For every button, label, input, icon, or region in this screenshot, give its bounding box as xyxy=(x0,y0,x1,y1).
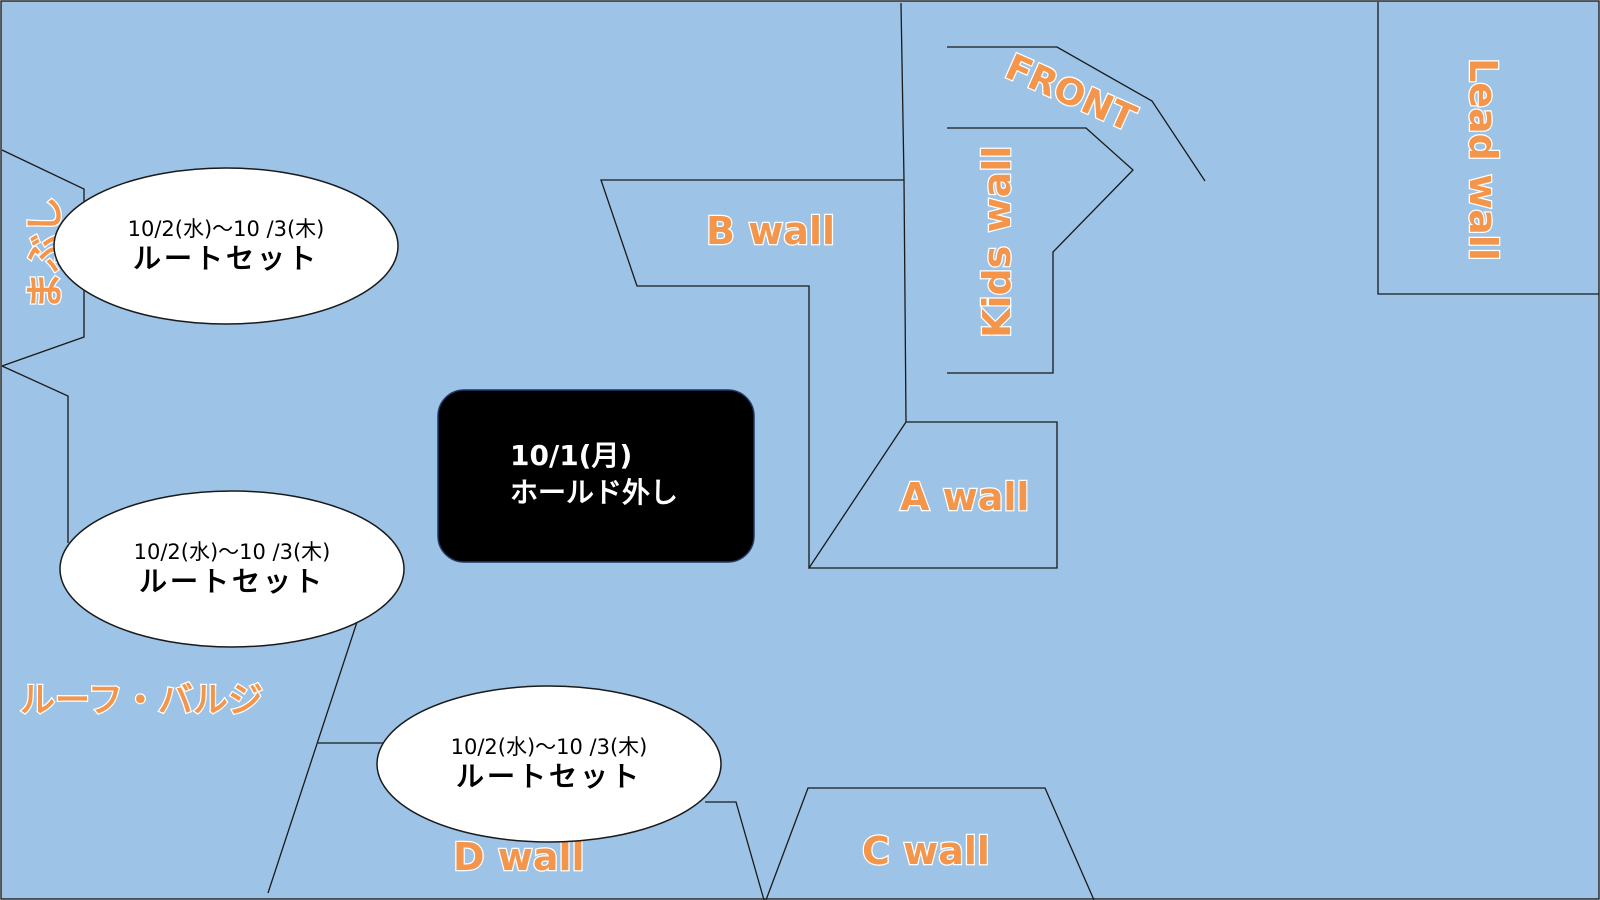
kids-wall-outline xyxy=(947,127,1134,374)
bubble-date: 10/2(水)～10 /3(木) xyxy=(451,735,648,759)
bubble-ellipse xyxy=(376,685,722,843)
lead-wall-label: Lead wall xyxy=(1461,58,1505,261)
a-wall-label: A wall xyxy=(900,475,1029,519)
bubble-date: 10/2(水)～10 /3(木) xyxy=(134,540,331,564)
bubble-ellipse xyxy=(59,490,405,648)
hold-removal-notice: 10/1(月) ホールド外し xyxy=(437,389,755,563)
d-wall-outline xyxy=(267,621,358,894)
c-wall-label: C wall xyxy=(862,829,990,873)
notice-date: 10/1(月) xyxy=(510,439,632,472)
bubble-task: ルートセット xyxy=(133,242,319,275)
bubble-date: 10/2(水)～10 /3(木) xyxy=(128,217,325,241)
notice-task: ホールド外し xyxy=(510,476,678,509)
d-wall-right xyxy=(705,801,765,900)
roof-wall-outline xyxy=(1,365,69,543)
c-wall-outline xyxy=(765,787,1095,900)
route-set-bubble: 10/2(水)～10 /3(木) ルートセット xyxy=(59,490,405,648)
bubble-task: ルートセット xyxy=(456,760,642,793)
divider-line xyxy=(900,2,907,423)
b-wall-outline xyxy=(600,179,904,568)
bubble-ellipse xyxy=(53,167,399,325)
a-wall-outline xyxy=(807,421,1058,569)
route-set-bubble: 10/2(水)～10 /3(木) ルートセット xyxy=(376,685,722,843)
bubble-task: ルートセット xyxy=(139,565,325,598)
notice-box xyxy=(437,389,755,563)
kids-wall-label: Kids wall xyxy=(975,146,1019,338)
roof-bulge-label: ルーフ・バルジ xyxy=(20,681,263,721)
front-wall-outline xyxy=(947,46,1206,182)
lead-wall-outline xyxy=(1377,2,1599,295)
b-wall-label: B wall xyxy=(706,209,835,253)
route-set-bubble: 10/2(水)～10 /3(木) ルートセット xyxy=(53,167,399,325)
